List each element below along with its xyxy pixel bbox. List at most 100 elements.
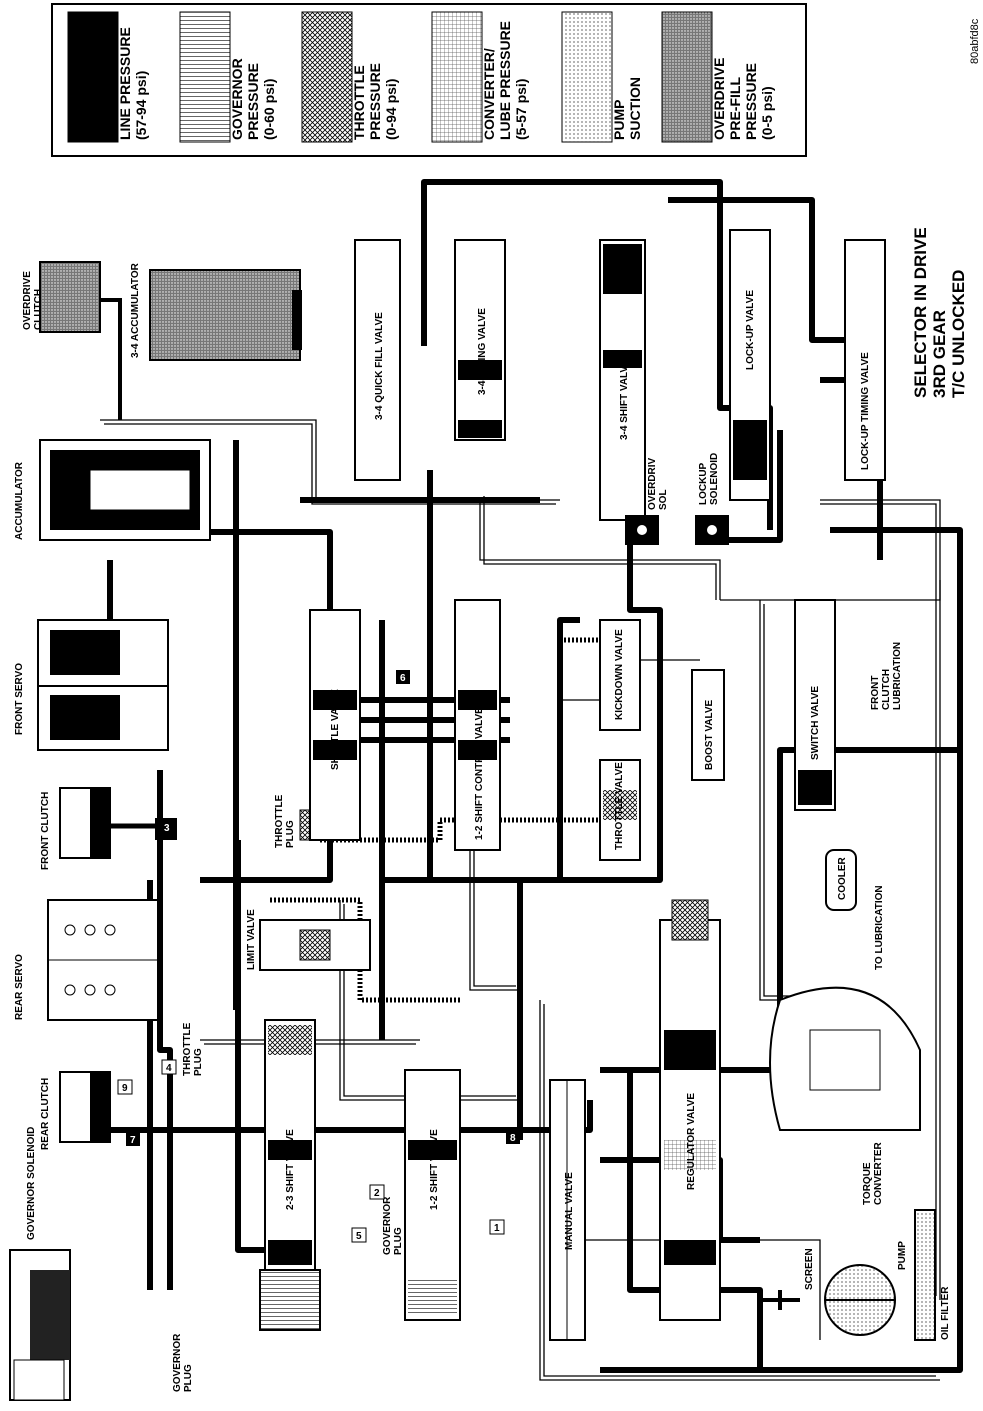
svg-text:3-4 SHIFT VALVE: 3-4 SHIFT VALVE [619,359,630,440]
legend-overdrive-line3: PRESSURE [743,63,759,140]
figure-code: 80abfd8c [969,18,981,64]
svg-text:THROTTLE PLUG: THROTTLE PLUG [274,792,296,848]
svg-text:SHUTTLE VALVE: SHUTTLE VALVE [330,689,341,770]
svg-text:FRONT CLUTCH: FRONT CLUTCH [40,792,51,870]
check-ball-6: 6 [396,670,410,684]
front-clutch: FRONT CLUTCH [40,787,177,870]
svg-text:TO LUBRICATION: TO LUBRICATION [874,885,885,970]
legend-overdrive-line4: (0-5 psi) [759,86,775,140]
cooler: COOLER TO LUBRICATION [825,849,885,970]
svg-text:CONVERTER/ LUBE PRESSU: CONVERTER/ LUBE PRESSURE (5-57 psi) [481,17,529,140]
legend: LINE PRESSURE (57-94 psi) GOVERNOR PRESS… [51,3,807,157]
pump: PUMP [824,1241,908,1336]
rear-clutch: REAR CLUTCH [40,1071,111,1150]
check-balls: 1 2 3 4 5 6 7 8 9 [117,670,520,1243]
torque-converter: TORQUE CONVERTER [769,986,921,1205]
svg-text:6: 6 [400,673,406,684]
governor-solenoid: GOVERNOR SOLENOID [9,1127,71,1401]
svg-text:1-2 SHIFT CONTROL VALVE: 1-2 SHIFT CONTROL VALVE [474,707,485,840]
svg-text:THROTTLE PLUG: THROTTLE PLUG [182,1020,204,1076]
rear-servo: REAR SERVO [14,899,159,1021]
shift-control-valve-12: 1-2 SHIFT CONTROL VALVE [454,599,501,851]
legend-pump-line1: PUMP [611,100,627,140]
svg-text:FRONT CLUTCH LUBRI: FRONT CLUTCH LUBRICATION [870,642,903,710]
legend-governor-line3: (0-60 psi) [261,79,277,140]
check-ball-2: 2 [369,1184,385,1200]
svg-text:7: 7 [130,1135,136,1146]
oil-filter: OIL FILTER [914,1209,951,1341]
shift-valve-12: 1-2 SHIFT VALVE [404,1069,461,1321]
legend-overdrive-line2: PRE-FILL [727,77,743,140]
front-clutch-lubrication: FRONT CLUTCH LUBRICATION [870,642,903,710]
check-ball-4: 4 [161,1059,177,1075]
front-servo: FRONT SERVO [14,619,169,751]
legend-line-pressure-line2: (57-94 psi) [133,71,149,140]
svg-text:PUMP: PUMP [897,1241,908,1270]
svg-text:PUMP SUCTION: PUMP SUCTION [611,77,643,140]
kickdown-valve: KICKDOWN VALVE [599,619,641,731]
lockup-solenoid: LOCKUP SOLENOID [695,453,729,545]
legend-item-throttle-pressure: THROTTLE PRESSURE (0-94 psi) [301,11,399,143]
svg-text:OIL FILTER: OIL FILTER [940,1286,951,1340]
shift-valve-23: 2-3 SHIFT VALVE [264,1019,316,1271]
legend-governor-line1: GOVERNOR [229,58,245,140]
shift-valve-34: 3-4 SHIFT VALVE [599,239,646,521]
check-ball-3: 3 [160,820,174,834]
svg-text:MANUAL VALVE: MANUAL VALVE [564,1172,575,1250]
legend-converter-line1: CONVERTER/ [481,48,497,140]
svg-text:REAR SERVO: REAR SERVO [14,954,25,1020]
svg-text:LOCK-UP TIMING VALVE: LOCK-UP TIMING VALVE [860,352,871,470]
svg-text:TORQUE CONVERTER: TORQUE CONVERTER [862,1141,884,1205]
svg-text:1-2 SHIFT VALVE: 1-2 SHIFT VALVE [429,1129,440,1210]
svg-text:GOVERNOR PRESSURE: GOVERNOR PRESSURE (0-60 psi) [229,54,277,140]
legend-governor-line2: PRESSURE [245,63,261,140]
svg-text:BOOST VALVE: BOOST VALVE [704,699,715,770]
legend-converter-line2: LUBE PRESSURE [497,21,513,140]
overdrive-solenoid: OVERDRIV SOL [625,457,669,545]
manual-valve: MANUAL VALVE [549,1079,586,1341]
check-ball-8: 8 [506,1130,520,1144]
timing-valve-34: 3-4 TIMING VALVE [454,239,506,441]
converter-lube-circuits [100,419,941,1381]
svg-text:3-4 QUICK FILL VALVE: 3-4 QUICK FILL VALVE [374,312,385,420]
legend-pump-line2: SUCTION [627,77,643,140]
legend-item-pump-suction: PUMP SUCTION [561,11,643,143]
svg-text:2: 2 [374,1188,380,1199]
svg-text:KICKDOWN VALVE: KICKDOWN VALVE [614,629,625,720]
governor-plug-mid: GOVERNOR PLUG [382,1194,404,1255]
svg-text:3: 3 [164,823,170,834]
svg-text:REAR CLUTCH: REAR CLUTCH [40,1078,51,1150]
svg-text:ACCUMULATOR: ACCUMULATOR [14,461,25,540]
svg-text:8: 8 [510,1133,516,1144]
svg-text:3-4 TIMING VALVE: 3-4 TIMING VALVE [477,308,488,395]
svg-text:COOLER: COOLER [837,856,848,900]
legend-converter-line3: (5-57 psi) [513,79,529,140]
svg-text:THROTTLE PRESSURE: THROTTLE PRESSURE (0-94 psi) [351,59,399,140]
limit-valve: LIMIT VALVE [246,909,371,971]
svg-text:LINE PRESSURE (57-94 p: LINE PRESSURE (57-94 psi) [117,23,149,140]
svg-text:3-4 ACCUMULATOR: 3-4 ACCUMULATOR [130,262,141,358]
legend-item-overdrive-prefill: OVERDRIVE PRE-FILL PRESSURE (0-5 psi) [661,11,775,143]
svg-text:LIMIT VALVE: LIMIT VALVE [246,909,257,970]
svg-text:GOVERNOR PLUG: GOVERNOR PLUG [172,1331,194,1392]
check-ball-9: 9 [117,1079,133,1095]
governor-plug-left: GOVERNOR PLUG [172,1269,321,1392]
lockup-timing-valve: LOCK-UP TIMING VALVE [844,239,886,481]
svg-text:OVERDRIVE CLUTCH: OVERDRIVE CLUTCH [22,268,44,330]
lockup-valve: LOCK-UP VALVE [729,229,771,501]
svg-text:2-3 SHIFT VALVE: 2-3 SHIFT VALVE [285,1129,296,1210]
svg-text:SWITCH VALVE: SWITCH VALVE [810,686,821,760]
legend-throttle-line3: (0-94 psi) [383,79,399,140]
check-ball-7: 7 [126,1132,140,1146]
overdrive-clutch: OVERDRIVE CLUTCH [22,261,122,420]
legend-item-converter-pressure: CONVERTER/ LUBE PRESSURE (5-57 psi) [431,11,529,143]
shuttle-valve: SHUTTLE VALVE [309,609,361,841]
legend-overdrive-line1: OVERDRIVE [711,58,727,140]
legend-throttle-line2: PRESSURE [367,63,383,140]
boost-valve: BOOST VALVE [691,669,725,781]
accumulator-34: 3-4 ACCUMULATOR [130,262,302,361]
svg-text:THROTTLE VALVE: THROTTLE VALVE [614,762,625,850]
check-ball-5: 5 [351,1227,367,1243]
svg-text:GOVERNOR PLUG: GOVERNOR PLUG [382,1194,404,1255]
